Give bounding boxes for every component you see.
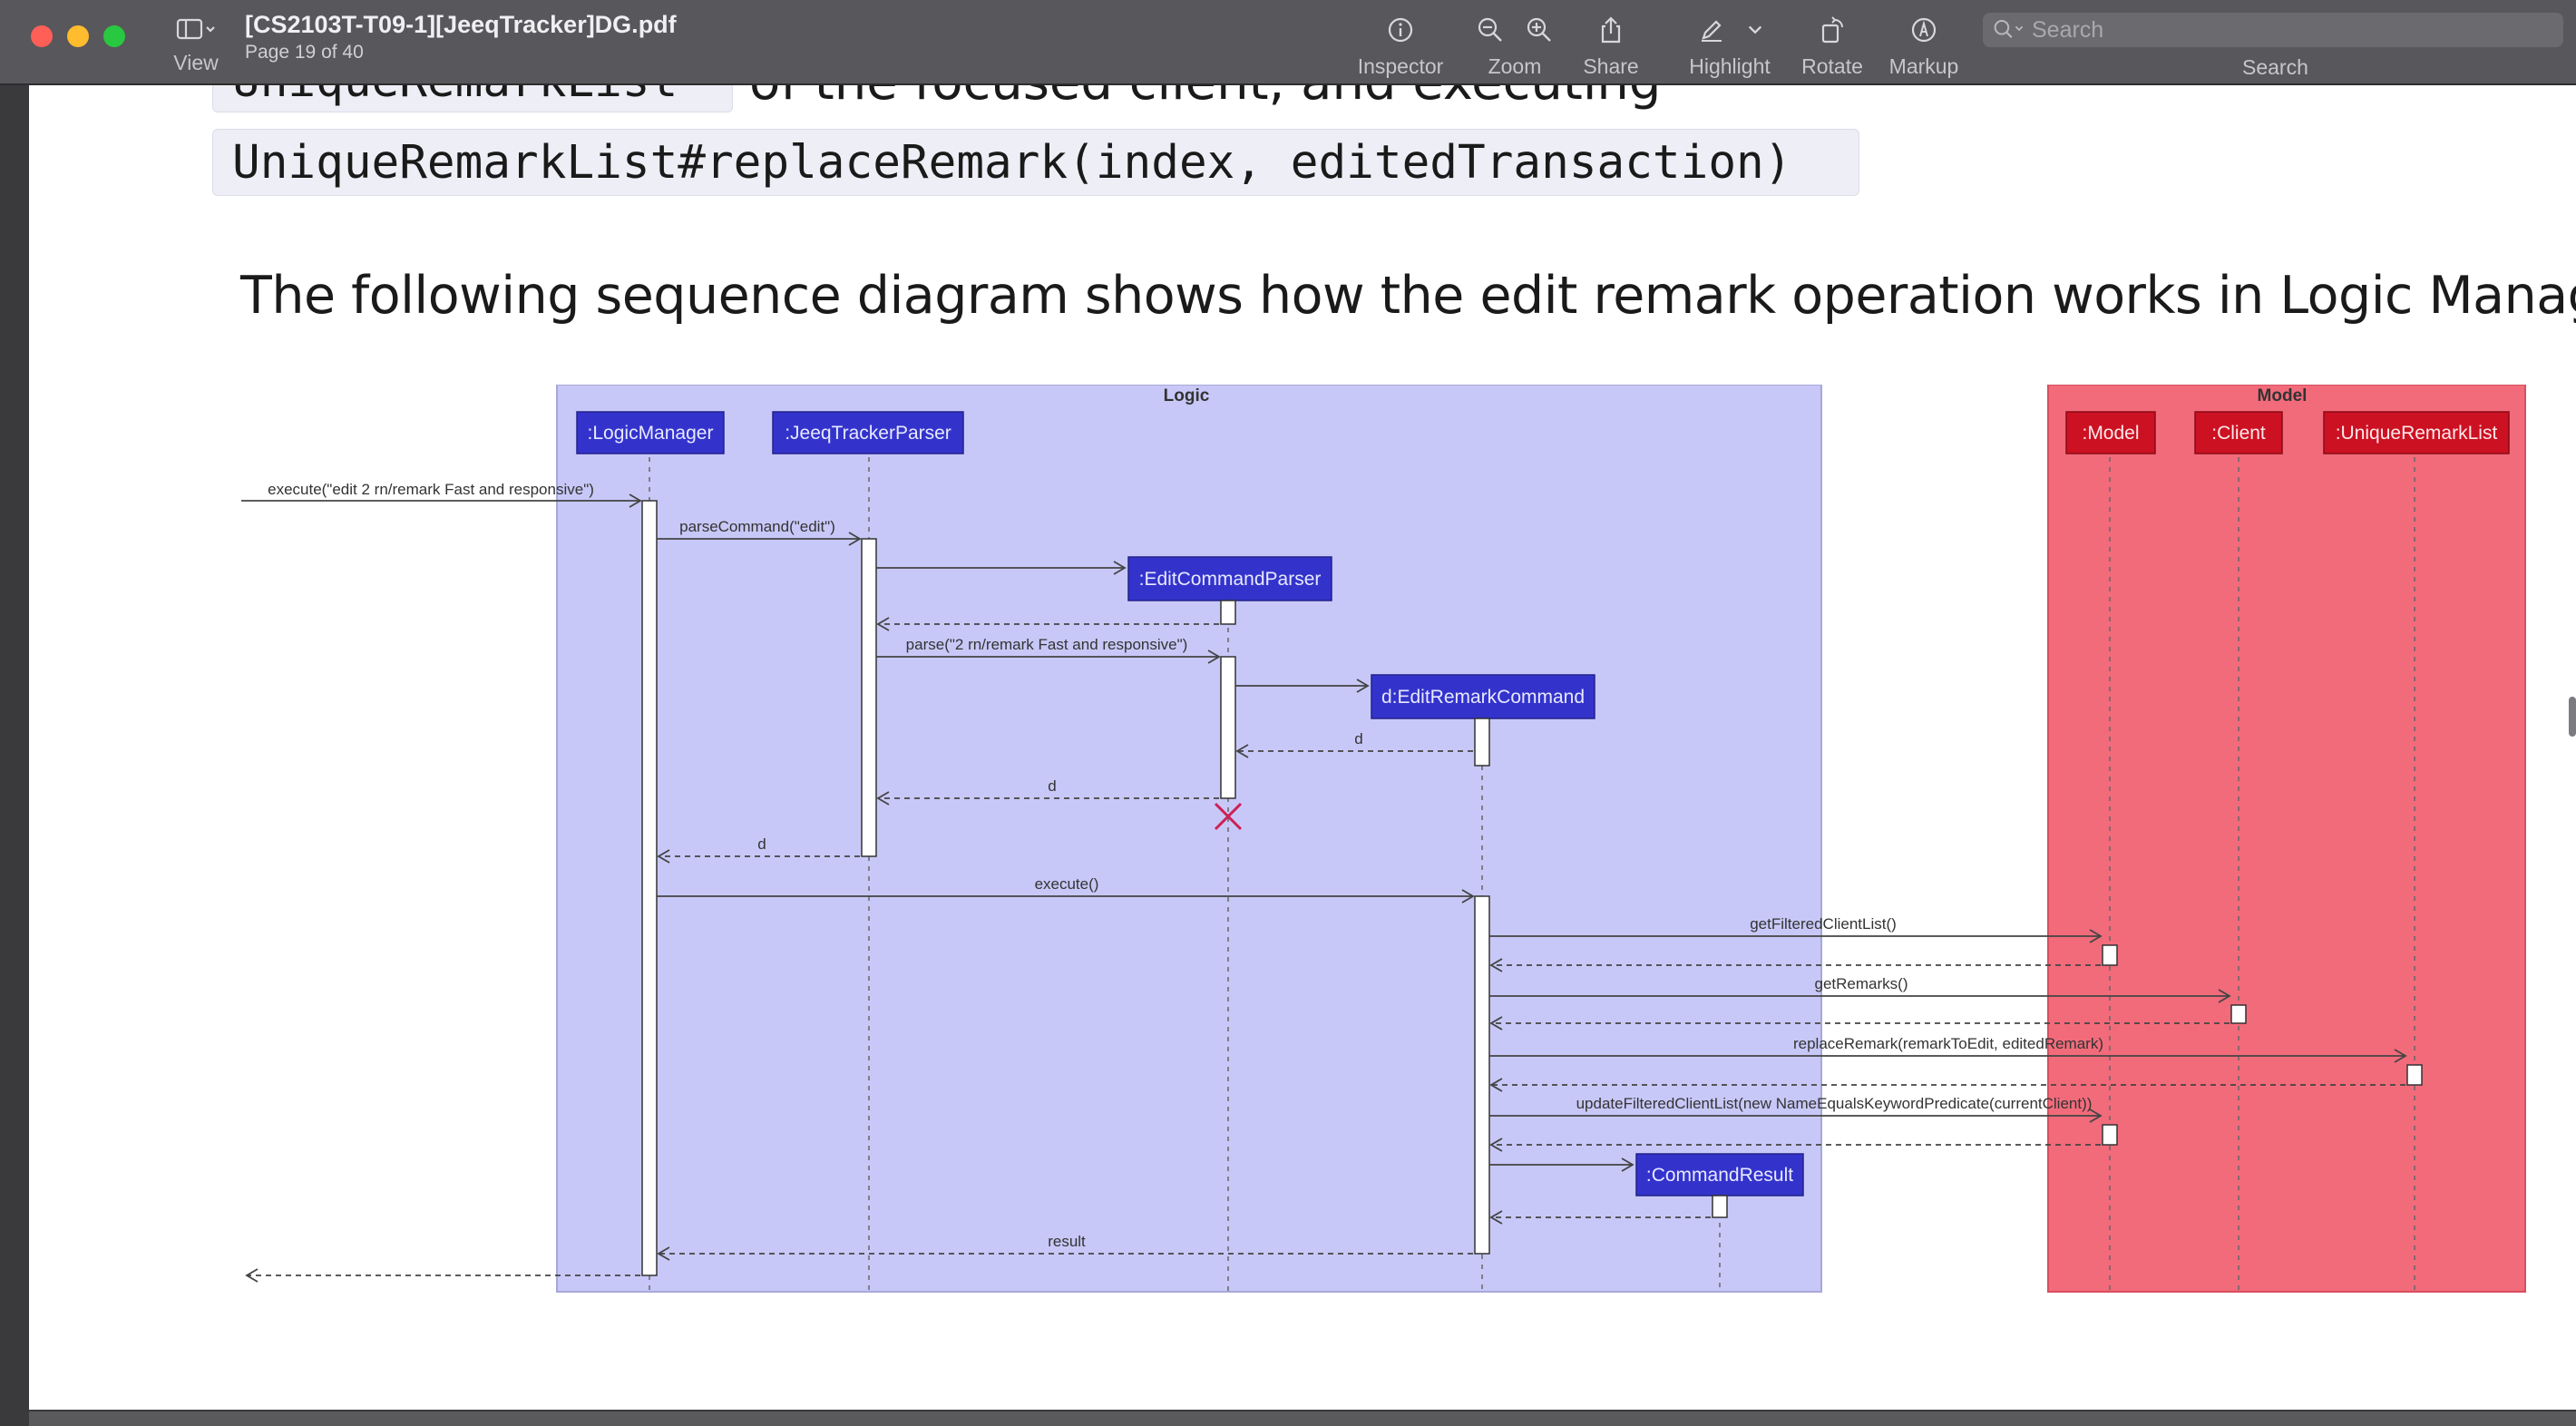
view-menu-button[interactable]: View <box>169 11 223 80</box>
message-r2: d <box>1048 777 1056 795</box>
logic-frame <box>556 385 1822 1293</box>
chevron-down-icon[interactable] <box>1747 22 1763 38</box>
activation-model-1 <box>2102 944 2118 966</box>
participant-command-result: :CommandResult <box>1646 1165 1793 1186</box>
activation-parser <box>861 538 877 857</box>
share-button[interactable]: Share <box>1583 11 1639 80</box>
share-icon <box>1601 16 1621 44</box>
rotate-icon <box>1821 16 1843 44</box>
code-block-background <box>212 129 1859 196</box>
window-toolbar: View [CS2103T-T09-1][JeeqTracker]DG.pdf … <box>0 0 2576 85</box>
model-frame-label: Model <box>2258 386 2308 405</box>
rotate-label: Rotate <box>1801 54 1863 78</box>
participant-client: :Client <box>2211 423 2266 444</box>
message-m1: execute("edit 2 rn/remark Fast and respo… <box>268 481 594 498</box>
zoom-controls: Zoom <box>1469 11 1560 80</box>
message-m5: getFilteredClientList() <box>1750 915 1897 933</box>
pdf-page: UniqueRemarkList of the focused client, … <box>29 85 2576 1410</box>
model-frame <box>2047 385 2526 1293</box>
message-m7: replaceRemark(remarkToEdit, editedRemark… <box>1793 1035 2103 1052</box>
search-input[interactable] <box>2032 16 2540 44</box>
participant-logic-manager: :LogicManager <box>588 423 714 444</box>
participant-parser-box <box>772 411 964 454</box>
inspector-button[interactable]: Inspector <box>1355 11 1446 80</box>
message-m8: updateFilteredClientList(new NameEqualsK… <box>1576 1095 2093 1112</box>
activation-unique-remark-list <box>2406 1064 2423 1086</box>
activation-bars <box>641 500 2423 1276</box>
highlight-label: Highlight <box>1689 54 1771 78</box>
message-m2: parseCommand("edit") <box>679 518 835 535</box>
highlight-button[interactable]: Highlight <box>1680 11 1780 80</box>
page-separator <box>29 1411 2576 1426</box>
zoom-out-icon[interactable] <box>1475 15 1506 45</box>
paragraph-partial-text: of the focused client, and executing <box>749 85 1661 112</box>
view-label: View <box>173 51 219 74</box>
activation-edit-command-parser-2 <box>1220 656 1236 799</box>
participant-parser: :JeeqTrackerParser <box>785 423 951 444</box>
participant-client-box <box>2194 411 2283 454</box>
diagram-caption: The following sequence diagram shows how… <box>240 266 2576 326</box>
highlighter-pen-icon <box>1702 20 1722 42</box>
scrollbar-thumb[interactable] <box>2569 697 2576 737</box>
message-m4: execute() <box>1035 875 1099 893</box>
activation-edit-remark-command-1 <box>1474 718 1490 767</box>
inline-code-background <box>212 85 733 112</box>
message-r3: d <box>757 835 766 853</box>
activation-model-2 <box>2102 1124 2118 1146</box>
search-field[interactable] <box>1983 13 2563 47</box>
activation-logic-manager <box>641 500 658 1276</box>
page-indicator: Page 19 of 40 <box>245 42 364 63</box>
zoom-window-button[interactable] <box>103 25 125 47</box>
participant-edit-command-parser-box <box>1127 556 1332 601</box>
search-icon <box>1994 20 2024 38</box>
activation-command-result <box>1712 1195 1728 1218</box>
document-viewer[interactable]: UniqueRemarkList of the focused client, … <box>0 85 2576 1426</box>
participant-edit-command-parser: :EditCommandParser <box>1139 569 1322 590</box>
code-line: UniqueRemarkList#replaceRemark(index, ed… <box>232 136 1792 190</box>
message-r1: d <box>1354 730 1362 747</box>
message-m3: parse("2 rn/remark Fast and responsive") <box>906 636 1188 653</box>
minimize-window-button[interactable] <box>67 25 89 47</box>
info-icon <box>1388 17 1413 43</box>
markup-button[interactable]: Markup <box>1888 11 1959 80</box>
participant-model-box <box>2065 411 2156 454</box>
arrow-heads <box>245 493 2407 1283</box>
inspector-label: Inspector <box>1357 54 1444 78</box>
logic-frame-label: Logic <box>1164 386 1210 405</box>
participant-model: :Model <box>2082 423 2139 444</box>
markup-pen-icon <box>1911 17 1937 43</box>
zoom-in-icon[interactable] <box>1524 15 1555 45</box>
share-label: Share <box>1583 54 1639 78</box>
activation-edit-command-parser-1 <box>1220 600 1236 625</box>
activation-edit-remark-command-2 <box>1474 895 1490 1255</box>
message-m6: getRemarks() <box>1815 975 1908 992</box>
sidebar-icon <box>176 18 215 40</box>
message-arrows <box>241 500 2405 1276</box>
participant-command-result-box <box>1635 1153 1804 1196</box>
page-content: UniqueRemarkList of the focused client, … <box>29 85 2576 1410</box>
participant-unique-remark-list: :UniqueRemarkList <box>2336 423 2498 444</box>
participant-logic-manager-box <box>576 411 725 454</box>
search-label: Search <box>2242 55 2308 79</box>
inline-code-partial: UniqueRemarkList <box>232 85 678 108</box>
zoom-label: Zoom <box>1488 54 1542 78</box>
participant-edit-remark-command: d:EditRemarkCommand <box>1381 687 1585 708</box>
activation-client <box>2230 1004 2247 1024</box>
destroy-marker-icon <box>1214 802 1243 831</box>
sequence-diagram: Logic Model :LogicManager :JeeqTrackerPa… <box>241 385 2526 1293</box>
document-title: [CS2103T-T09-1][JeeqTracker]DG.pdf <box>245 11 677 38</box>
message-r4: result <box>1048 1233 1086 1250</box>
markup-label: Markup <box>1888 54 1959 78</box>
rotate-button[interactable]: Rotate <box>1801 11 1863 80</box>
close-window-button[interactable] <box>31 25 53 47</box>
participant-unique-remark-list-box <box>2323 411 2510 454</box>
